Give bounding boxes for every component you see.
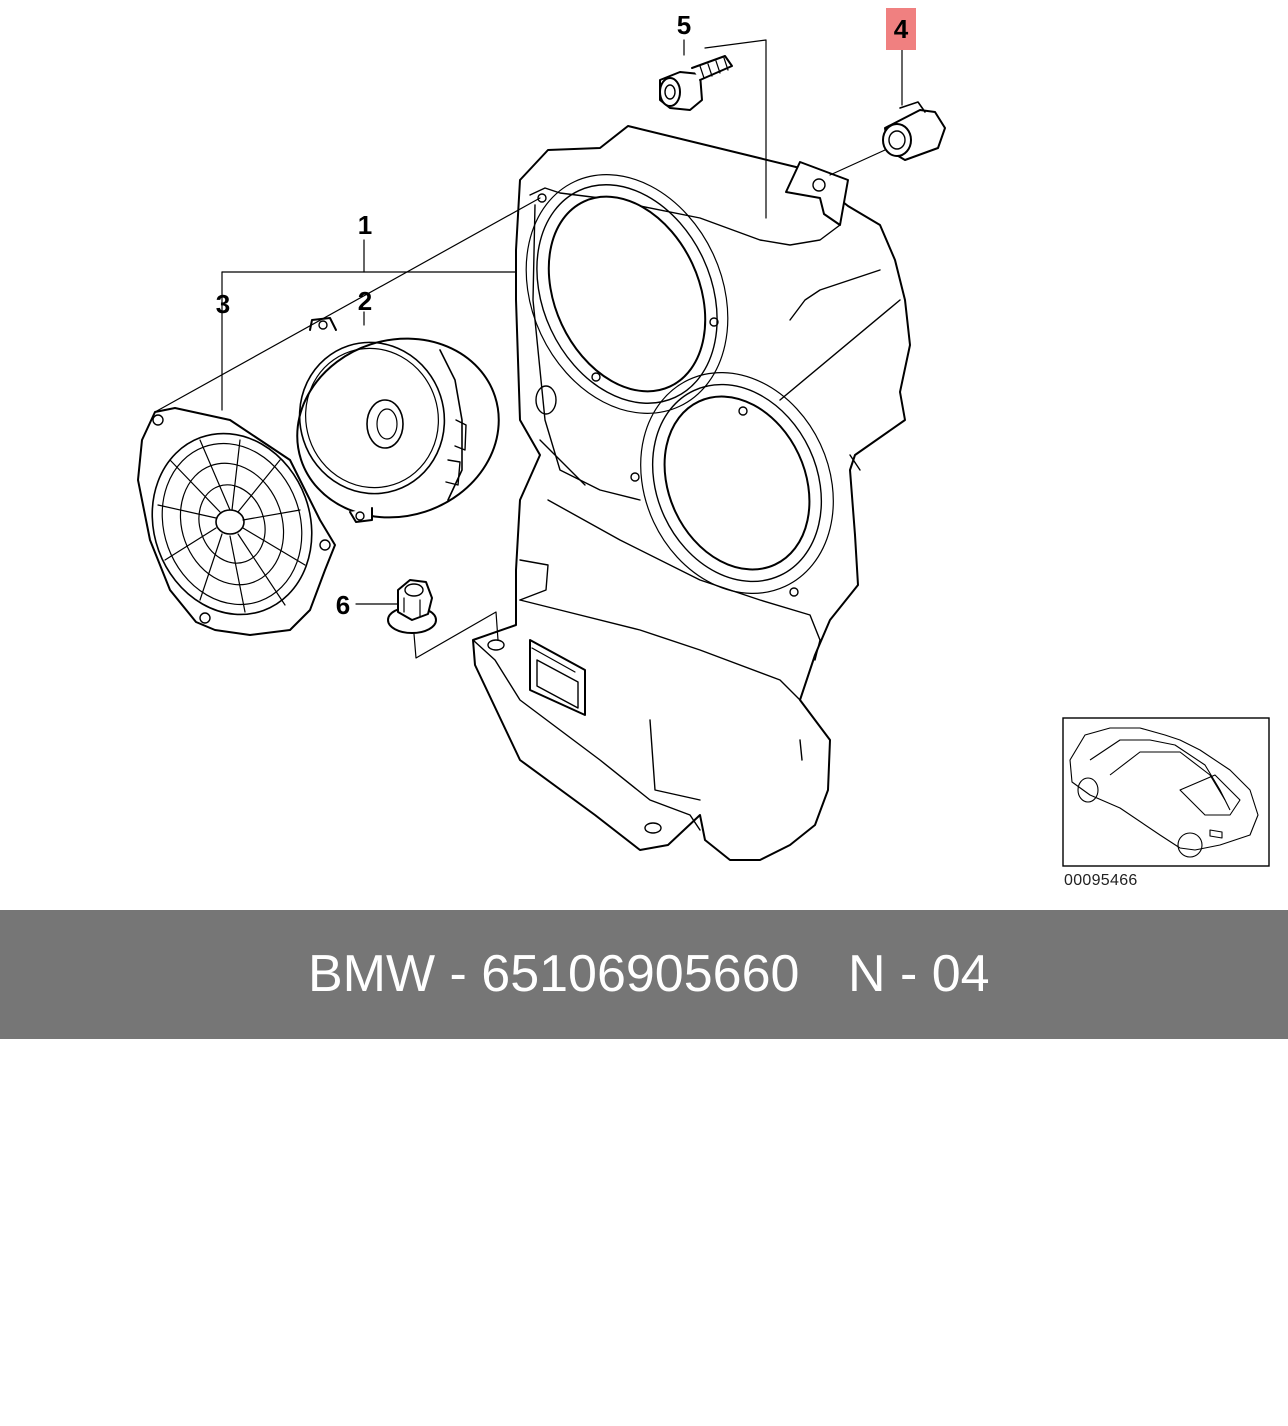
bolt [659, 55, 733, 111]
vehicle-locator-inset [1062, 717, 1270, 867]
callout-6: 6 [335, 590, 351, 620]
flange-nut [387, 579, 437, 634]
bushing [882, 101, 946, 161]
leader-lines [154, 39, 903, 659]
speaker-enclosure [472, 125, 911, 861]
diagram-position-label: N - 04 [848, 945, 990, 1003]
callout-4-highlighted: 4 [886, 8, 916, 50]
parts-exploded-diagram [137, 39, 1270, 867]
speaker-grille [137, 407, 336, 636]
callout-1: 1 [357, 210, 373, 240]
speaker-unit [296, 317, 500, 523]
callout-2: 2 [357, 286, 373, 316]
footer-bar: BMW - 65106905660 N - 04 [0, 910, 1288, 1039]
part-number-label: BMW - 65106905660 [308, 945, 800, 1003]
diagram-reference-code: 00095466 [1064, 872, 1138, 889]
callout-5: 5 [676, 10, 692, 40]
callout-3: 3 [215, 289, 231, 319]
